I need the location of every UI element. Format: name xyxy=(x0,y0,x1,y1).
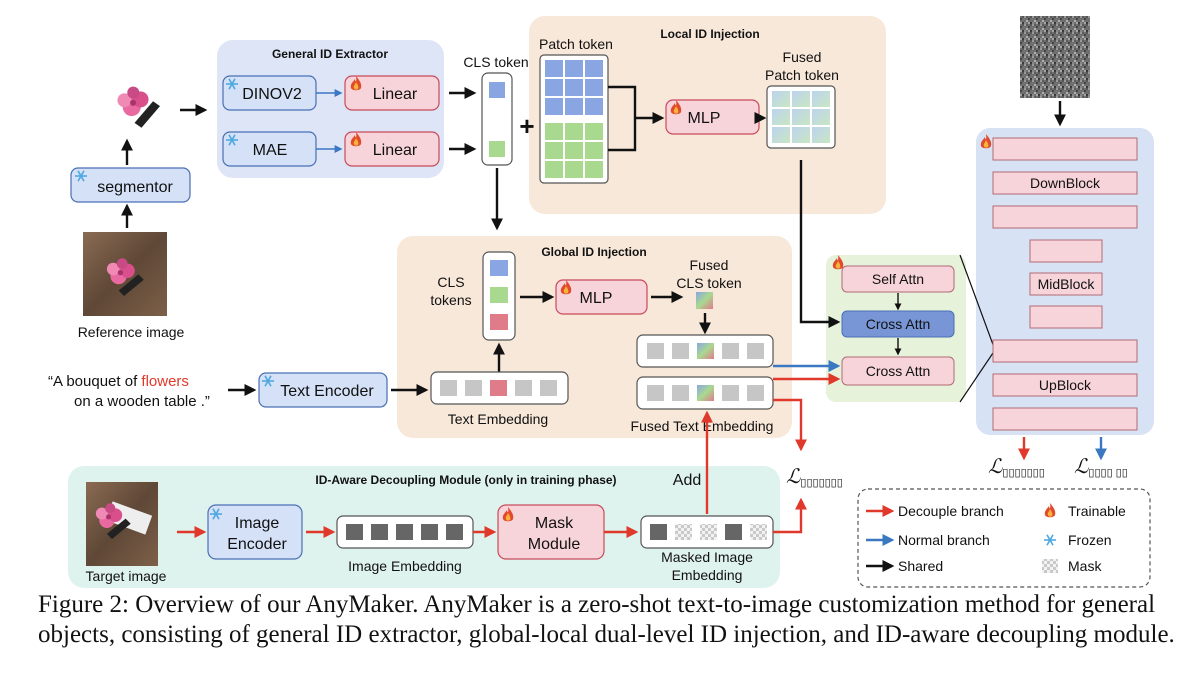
image-encoder-box xyxy=(207,504,303,560)
linear-top-box xyxy=(344,75,440,111)
cross-attn-top-label: Cross Attn xyxy=(866,316,931,332)
linear-bottom-box xyxy=(344,131,440,167)
fused-text-embedding-tokens-top xyxy=(647,343,764,359)
mask-module-label-2: Module xyxy=(528,536,581,553)
noise-image xyxy=(1020,16,1090,98)
global-mlp-label: MLP xyxy=(580,290,613,307)
fused-cls-label-2: CLS token xyxy=(676,275,741,291)
segmented-image xyxy=(115,82,164,131)
self-attn-box xyxy=(841,265,955,293)
global-injection-title: Global ID Injection xyxy=(541,245,646,259)
linear-bottom-label: Linear xyxy=(373,142,418,159)
midblock-box xyxy=(1029,272,1103,296)
target-caption: Target image xyxy=(86,568,167,584)
image-embedding-tokens xyxy=(346,524,463,540)
fused-patch-cells xyxy=(772,91,830,143)
mae-label: MAE xyxy=(253,142,288,159)
legend-decouple: Decouple branch xyxy=(898,503,1004,519)
cls-tokens-pink xyxy=(490,314,508,330)
plus-sign: + xyxy=(519,111,534,141)
text-encoder-label: Text Encoder xyxy=(280,383,374,400)
local-injection-title: Local ID Injection xyxy=(660,27,759,41)
cross-attn-bottom-box xyxy=(841,356,955,386)
cross-attn-top-box xyxy=(841,310,955,338)
unet-block-6 xyxy=(1029,305,1103,329)
cls-token-green xyxy=(489,141,505,157)
general-extractor-title: General ID Extractor xyxy=(272,47,388,61)
segmentor-label: segmentor xyxy=(97,179,173,196)
prompt-line-2: on a wooden table .” xyxy=(74,393,210,410)
text-embedding-label: Text Embedding xyxy=(448,411,548,427)
legend-frozen: Frozen xyxy=(1068,532,1112,548)
loss-unet-decouple: ℒ▯▯▯▯▯▯▯ xyxy=(988,456,1045,479)
global-mlp-box xyxy=(555,279,648,315)
self-attn-label: Self Attn xyxy=(872,271,924,287)
upblock-box xyxy=(992,373,1138,397)
prompt-line-1: “A bouquet of flowers xyxy=(48,373,189,390)
unet-block-3 xyxy=(992,205,1138,229)
decoupling-title: ID-Aware Decoupling Module (only in trai… xyxy=(315,473,616,487)
masked-embedding-tokens xyxy=(650,524,767,540)
legend xyxy=(857,488,1151,588)
fused-text-embedding-tokens-bottom xyxy=(647,385,764,401)
image-encoder-label-2: Encoder xyxy=(227,536,287,553)
cls-tokens-blue xyxy=(490,260,508,276)
unet-block-9 xyxy=(992,407,1138,431)
cls-tokens-green xyxy=(490,287,508,303)
cls-tokens-label-1: CLS xyxy=(437,274,464,290)
cross-attn-bottom-label: Cross Attn xyxy=(866,363,931,379)
cls-token-label: CLS token xyxy=(463,54,528,70)
fused-cls-label-1: Fused xyxy=(690,257,729,273)
legend-shared: Shared xyxy=(898,558,943,574)
unet-block-4 xyxy=(1029,239,1103,263)
loss-decouple: ℒ▯▯▯▯▯▯▯ xyxy=(786,466,843,489)
masked-embedding-label-2: Embedding xyxy=(672,567,743,583)
checkerboard-icon xyxy=(1042,559,1058,573)
patch-token-label: Patch token xyxy=(539,36,613,52)
patch-token-green-cells xyxy=(545,123,603,178)
downblock-label: DownBlock xyxy=(1030,175,1101,191)
legend-mask: Mask xyxy=(1068,558,1102,574)
image-encoder-label-1: Image xyxy=(235,515,280,532)
add-label: Add xyxy=(673,472,701,489)
upblock-label: UpBlock xyxy=(1039,377,1092,393)
masked-embedding-label-1: Masked Image xyxy=(661,549,753,565)
patch-token-blue-cells xyxy=(545,60,603,115)
text-embedding-tokens xyxy=(440,380,557,396)
fused-patch-label-1: Fused xyxy=(783,49,822,65)
text-encoder-box xyxy=(258,372,388,408)
midblock-label: MidBlock xyxy=(1038,276,1096,292)
legend-trainable: Trainable xyxy=(1068,503,1126,519)
anymaker-diagram: General ID Extractor Local ID Injection … xyxy=(48,16,1154,588)
linear-top-label: Linear xyxy=(373,86,418,103)
cls-tokens-label-2: tokens xyxy=(430,292,471,308)
legend-normal: Normal branch xyxy=(898,532,990,548)
local-mlp-label: MLP xyxy=(688,110,721,127)
image-embedding-label: Image Embedding xyxy=(348,558,462,574)
mask-module-label-1: Mask xyxy=(535,515,574,532)
figure-caption: Figure 2: Overview of our AnyMaker. AnyM… xyxy=(38,591,1175,648)
unet-block-7 xyxy=(992,339,1138,363)
downblock-box xyxy=(992,171,1138,195)
fused-cls-token xyxy=(696,292,713,309)
target-bouquet xyxy=(95,501,153,539)
fused-patch-label-2: Patch token xyxy=(765,67,839,83)
loss-unet-normal: ℒ▯▯▯▯ ▯▯ xyxy=(1074,456,1128,479)
dinov2-label: DINOV2 xyxy=(242,86,302,103)
fused-text-embedding-label: Fused Text Embedding xyxy=(631,418,774,434)
reference-caption: Reference image xyxy=(78,324,185,340)
segmentor-box xyxy=(70,167,191,203)
cls-token-blue xyxy=(489,82,505,98)
unet-block-1 xyxy=(992,137,1138,161)
